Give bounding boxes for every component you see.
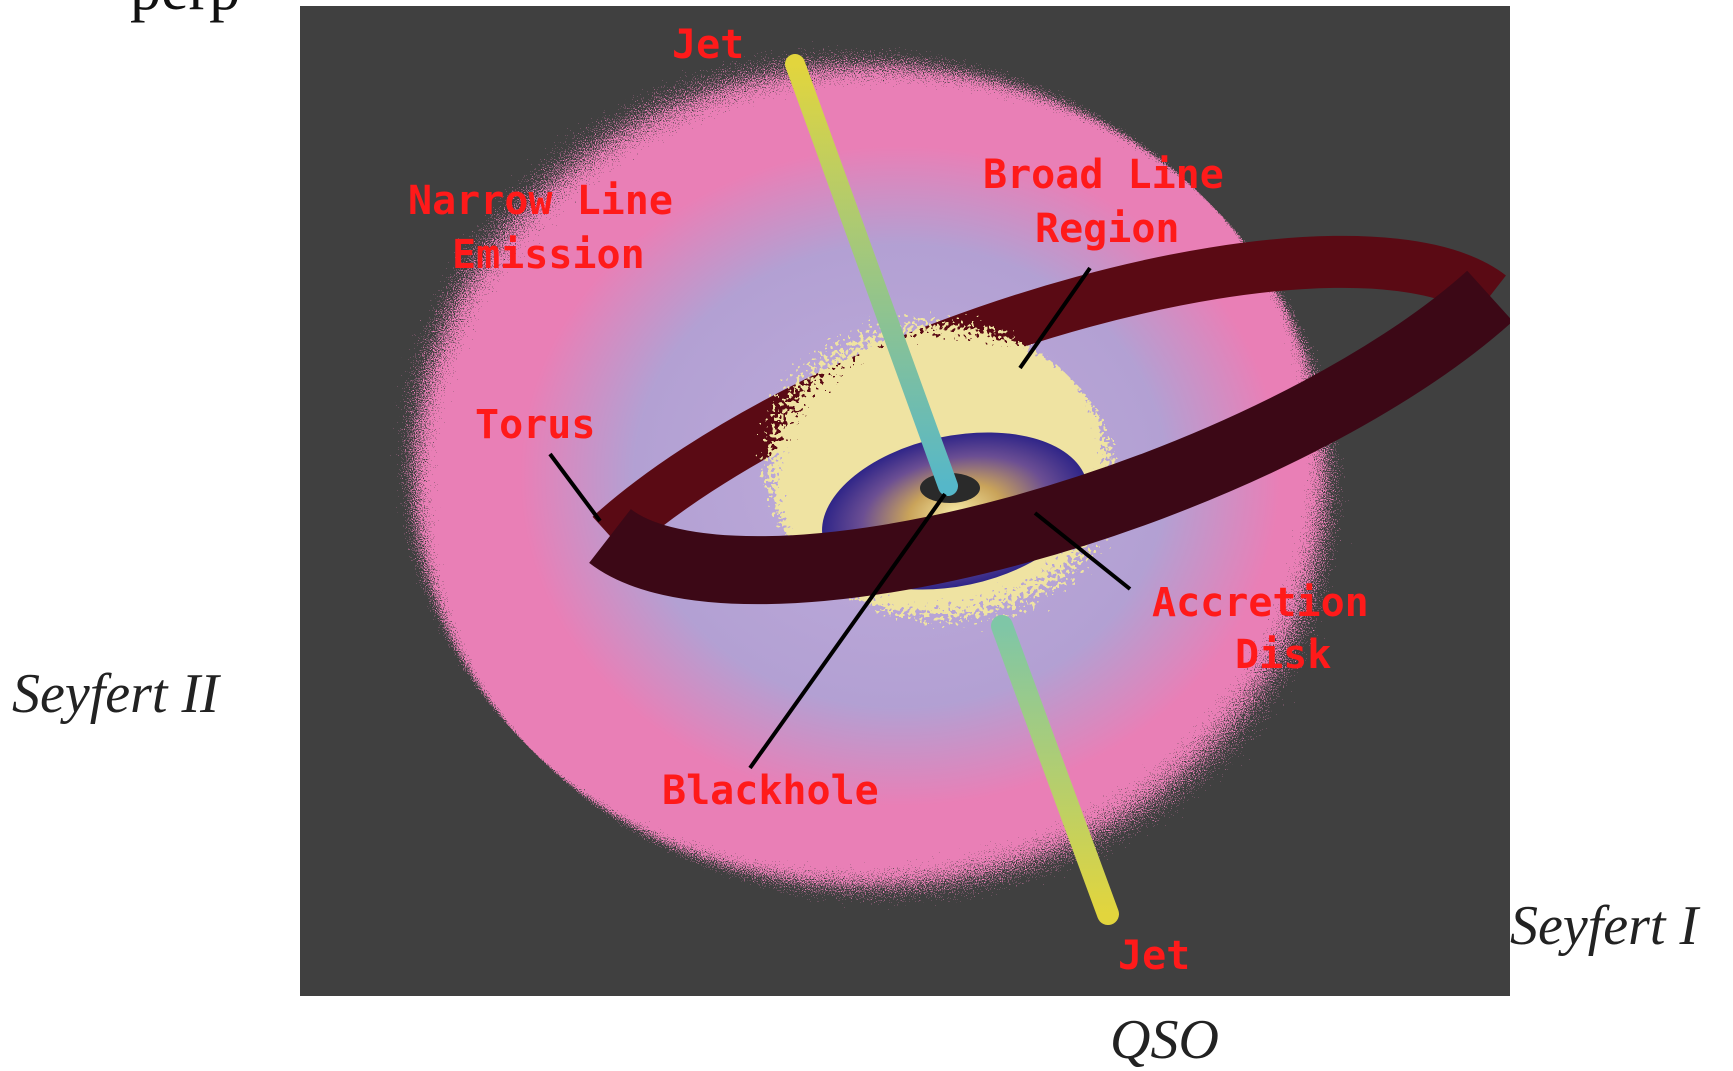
seyfert-1-label: Seyfert I — [1510, 895, 1699, 957]
agn-unified-model-diagram: Jet Narrow Line Emission Broad Line Regi… — [300, 6, 1510, 996]
qso-label: QSO — [1110, 1009, 1219, 1071]
jet-top — [785, 54, 958, 496]
broad-line-label-line2: Region — [1035, 206, 1180, 252]
accretion-label-line2: Disk — [1235, 632, 1331, 678]
torus-front — [589, 270, 1510, 605]
narrow-line-label-line1: Narrow Line — [408, 178, 673, 224]
torus-label: Torus — [475, 402, 595, 448]
jet-bottom — [991, 615, 1119, 925]
accretion-pointer — [1033, 511, 1132, 591]
jet-top-label: Jet — [672, 22, 744, 68]
broad-line-pointer — [1018, 266, 1092, 370]
accretion-label-line1: Accretion — [1152, 580, 1369, 626]
seyfert-2-label: Seyfert II — [12, 663, 219, 725]
agn-diagram-svg: Jet Narrow Line Emission Broad Line Regi… — [408, 22, 1510, 979]
narrow-line-label-line2: Emission — [452, 232, 645, 278]
top-text-fragment: perp — [130, 0, 240, 20]
blackhole-label: Blackhole — [662, 768, 879, 814]
torus-pointer — [548, 452, 602, 523]
broad-line-label-line1: Broad Line — [983, 152, 1224, 198]
torus-back — [592, 235, 1506, 556]
jet-bottom-label: Jet — [1118, 933, 1190, 979]
blackhole-pointer — [748, 492, 947, 770]
